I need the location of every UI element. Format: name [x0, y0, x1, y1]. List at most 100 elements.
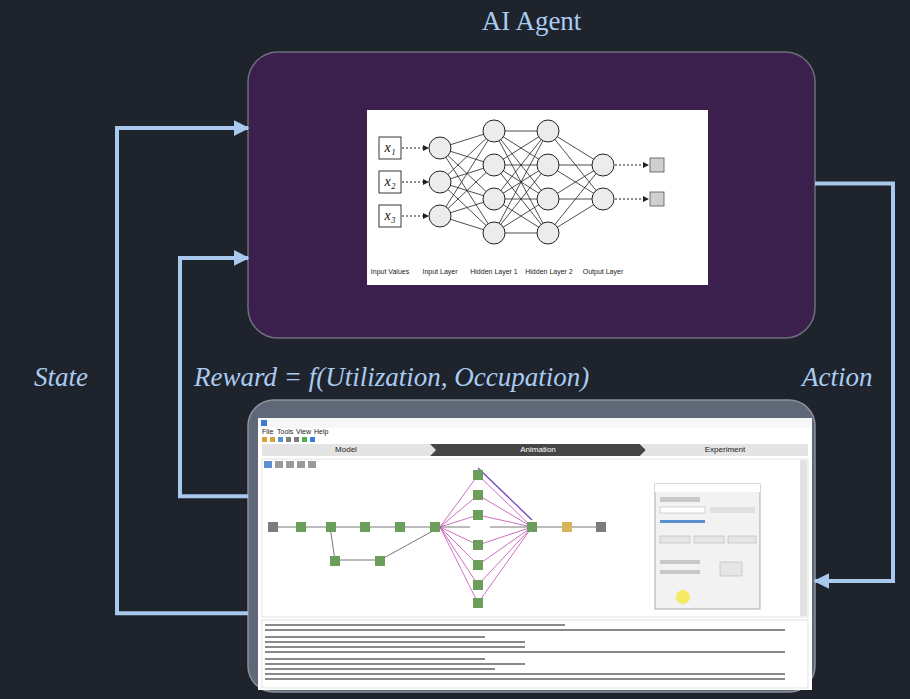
arrow-heads: [423, 145, 649, 219]
flow-object: [473, 510, 483, 520]
tool-icon: [286, 437, 291, 442]
menu-item: File: [262, 428, 273, 436]
tab-label: Model: [335, 445, 357, 454]
app-icon: [261, 420, 267, 426]
neuron: [537, 188, 559, 210]
flow-object: [473, 598, 483, 608]
neuron: [429, 205, 451, 227]
flow-object: [330, 556, 340, 566]
panel-button: [728, 536, 756, 543]
flow-object: [473, 470, 483, 480]
layer-caption: Input Layer: [422, 268, 457, 276]
edge-label: State: [32, 362, 90, 393]
tab: [262, 444, 436, 456]
input-variable: x₃: [384, 208, 395, 224]
neuron: [429, 137, 451, 159]
input-box: [379, 137, 401, 159]
image-ground: [367, 110, 708, 285]
layer-caption: Input Values: [371, 268, 409, 276]
menu-item: View: [296, 428, 311, 436]
arrow-head: [423, 145, 649, 219]
connection-lines: [548, 131, 603, 233]
layer-connections: [440, 131, 603, 233]
flow-lines: [270, 468, 600, 603]
output-squares: [650, 158, 664, 206]
tool-icon: [302, 437, 307, 442]
neuron: [537, 154, 559, 176]
tab-active: [430, 444, 646, 456]
console-line: [265, 624, 565, 626]
console-line: [265, 658, 485, 660]
toolbar: [262, 437, 315, 442]
tool-icon: [308, 461, 316, 468]
layer-caption: Hidden Layer 2: [525, 268, 572, 276]
title-bar: [258, 418, 812, 428]
panel-button: [660, 536, 690, 543]
environment-box: Model Animation Experiment: [248, 400, 815, 692]
neuron: [537, 120, 559, 142]
canvas-toolbar: [264, 461, 316, 468]
panel: [655, 484, 760, 609]
output-square: [650, 192, 664, 206]
tab: [640, 444, 808, 456]
flow-object: [360, 522, 370, 532]
menu-item: Help: [314, 428, 328, 436]
tab-label: Animation: [520, 445, 556, 454]
panel-control: [660, 507, 705, 513]
model-canvas: [262, 459, 808, 617]
flow-object: [326, 522, 336, 532]
tool-icon: [297, 461, 305, 468]
tab-label: Experiment: [705, 445, 745, 454]
input-boxes: [379, 137, 401, 227]
console-line: [265, 651, 785, 653]
flow-object: [296, 522, 306, 532]
tool-icon: [294, 437, 299, 442]
flow-object: [596, 522, 606, 532]
neuron: [483, 154, 505, 176]
flow-object: [473, 540, 483, 550]
neuron: [483, 120, 505, 142]
flow-line: [478, 468, 532, 520]
panel-control: [710, 507, 755, 513]
flow-object: [375, 556, 385, 566]
flow-object: [527, 522, 537, 532]
output-square: [650, 158, 664, 172]
console-line: [265, 629, 785, 631]
flow-line: [440, 475, 478, 603]
settings-panel: [655, 484, 760, 609]
flow-object: [395, 522, 405, 532]
flow-objects: [268, 470, 606, 608]
neuron: [483, 222, 505, 244]
console-ground: [262, 620, 808, 688]
panel-control: [660, 497, 700, 502]
input-box: [379, 171, 401, 193]
simulation-screenshot: [258, 418, 812, 690]
panel-title-bar: [655, 484, 760, 492]
cursor-highlight: [676, 590, 690, 604]
tab-bar: [262, 444, 808, 456]
neuron: [592, 154, 614, 176]
console-line: [265, 668, 495, 670]
tool-icon: [262, 437, 267, 442]
agent-title: AI Agent: [482, 6, 582, 37]
window-ground: [258, 418, 812, 690]
neuron: [429, 171, 451, 193]
console-line: [265, 663, 525, 665]
panel-button: [694, 536, 724, 543]
panel-slider: [660, 520, 705, 523]
tool-icon: [278, 437, 283, 442]
scrollbar: [800, 460, 807, 616]
input-box: [379, 205, 401, 227]
console-line: [265, 641, 525, 643]
panel-control: [660, 570, 700, 574]
layer-caption: Hidden Layer 1: [470, 268, 517, 276]
console-line: [265, 673, 785, 675]
tool-icon: [270, 437, 275, 442]
neuron: [483, 188, 505, 210]
tool-icon: [286, 461, 294, 468]
neurons: [429, 120, 614, 244]
panel-button: [720, 562, 742, 576]
